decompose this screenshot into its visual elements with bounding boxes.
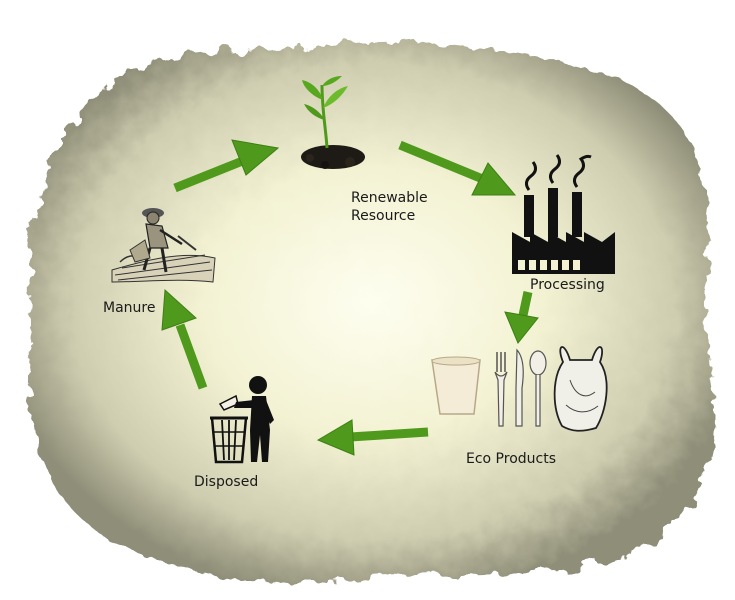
- arrowhead-disposed-to-manure: [161, 288, 197, 331]
- arrowhead-ecoproducts-to-disposed: [316, 419, 355, 456]
- fork-icon: [494, 352, 508, 427]
- arrows: [161, 139, 539, 456]
- disposed-label: Disposed: [194, 474, 259, 490]
- knife-icon: [515, 348, 524, 427]
- plastic-bag-icon: [553, 346, 608, 432]
- renewable-label-line1: Renewable: [351, 190, 428, 206]
- seedling-in-soil-icon: [301, 76, 365, 169]
- arrow-disposed-to-manure: [175, 323, 208, 390]
- cup-cutlery-bag-icon: [431, 346, 608, 432]
- spoon-icon: [529, 350, 547, 427]
- arrowhead-processing-to-ecoproducts: [504, 311, 539, 344]
- renewable-resource-label: Renewable Resource: [351, 189, 428, 225]
- arrowhead-renewable-to-processing: [471, 162, 517, 196]
- arrow-ecoproducts-to-disposed: [349, 427, 429, 442]
- trash-bin-icon: [210, 416, 248, 464]
- renewable-label-line2: Resource: [351, 208, 416, 224]
- person-trash-bin-icon: [210, 376, 274, 464]
- paper-cup-icon: [431, 359, 481, 415]
- processing-label: Processing: [530, 277, 605, 293]
- farmer-working-soil-icon: [111, 208, 216, 283]
- factory-icon: [512, 154, 615, 274]
- arrowhead-manure-to-renewable: [231, 139, 280, 176]
- eco-products-label: Eco Products: [466, 451, 557, 467]
- arrow-renewable-to-processing: [398, 140, 487, 185]
- manure-label: Manure: [103, 300, 156, 316]
- arrow-manure-to-renewable: [173, 155, 247, 193]
